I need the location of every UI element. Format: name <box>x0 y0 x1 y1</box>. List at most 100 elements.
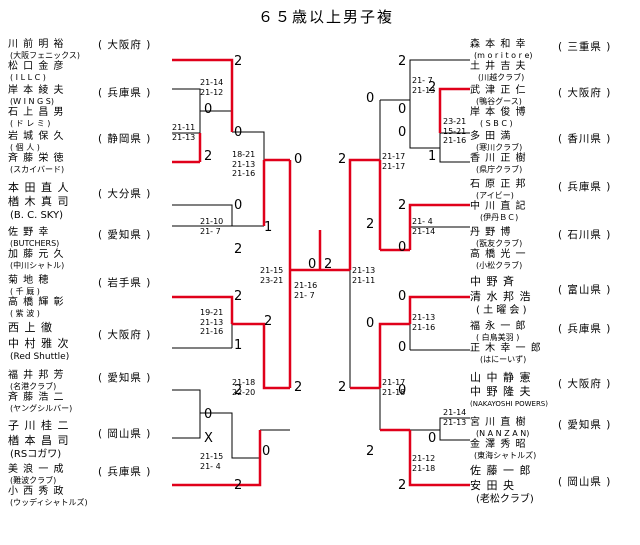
player-name: 美 浪 一 成 <box>8 464 65 475</box>
game-score: 18-21 <box>232 150 256 159</box>
game-score: 23-21 <box>443 117 467 126</box>
game-score: 21-16 <box>294 281 318 290</box>
score-box: 21-15 21- 4 <box>200 452 223 471</box>
player-name: 楢 木 真 司 <box>8 195 70 208</box>
match-mark: 2 <box>428 80 437 95</box>
prefecture: ( 愛知県 ) <box>558 419 612 431</box>
game-score: 21-11 <box>172 123 196 132</box>
match-mark: 2 <box>234 242 243 257</box>
match-mark: 1 <box>234 338 243 353</box>
player-name: 安 田 央 <box>470 479 515 492</box>
player-name: 中 野 斉 <box>470 275 515 288</box>
game-score: 21-18 <box>412 463 436 473</box>
game-score: 21-13 <box>443 417 467 427</box>
player-name: 川 前 明 裕 <box>8 39 65 50</box>
game-score: 21-17 <box>382 161 406 171</box>
game-score: 21-14 <box>200 78 224 87</box>
game-score: 21- 4 <box>200 461 221 471</box>
player-name: 高 橋 光 一 <box>470 249 527 260</box>
club-name: (難波クラブ) <box>10 476 57 485</box>
club-name: ( I L L C ) <box>10 73 46 82</box>
club-name: (寒川クラブ) <box>476 143 523 152</box>
player-name: 福 永 一 郎 <box>470 321 527 332</box>
match-mark: 1 <box>428 149 437 164</box>
match-mark: 2 <box>338 380 347 395</box>
match-mark: 1 <box>264 220 273 235</box>
club-name: (アイビー) <box>476 191 514 200</box>
player-name: 福 井 邦 芳 <box>8 370 65 381</box>
game-score: 21-12 <box>412 454 436 463</box>
prefecture: ( 兵庫県 ) <box>558 181 612 193</box>
match-mark: 0 <box>366 316 375 331</box>
player-name: 加 藤 元 久 <box>8 249 65 260</box>
club-name: (N A N Z A N) <box>476 429 530 438</box>
score-box: 21-17 21-18 <box>382 378 405 397</box>
player-name: 武 津 正 仁 <box>470 85 527 96</box>
game-score: 15-21 <box>443 126 467 136</box>
game-score: 21-13 <box>412 313 436 322</box>
player-name: 香 川 正 樹 <box>470 153 527 164</box>
club-name: (スカイバード) <box>10 165 65 174</box>
club-name: (ヤングシルバー) <box>10 404 73 413</box>
match-mark: 0 <box>398 240 407 255</box>
player-name: 小 西 秀 政 <box>8 486 65 497</box>
club-name: (県庁クラブ) <box>476 165 523 174</box>
match-mark: 2 <box>204 149 213 164</box>
player-name: 石 上 昌 男 <box>8 107 65 118</box>
game-score: 21-16 <box>412 322 436 332</box>
player-name: 森 本 和 幸 <box>470 39 527 50</box>
player-name: 清 水 邦 浩 <box>470 290 532 303</box>
player-name: 石 原 正 邦 <box>470 179 527 190</box>
club-name: ( 白鳥美羽 ) <box>476 333 520 342</box>
game-score: 21-17 <box>382 378 406 387</box>
prefecture: ( 富山県 ) <box>558 284 612 296</box>
score-box: 18-21 21-13 21-16 <box>232 150 255 179</box>
game-score: 21-15 <box>260 266 284 275</box>
match-mark: 2 <box>398 198 407 213</box>
match-mark: 0 <box>398 125 407 140</box>
game-score: 21-12 <box>200 87 224 97</box>
prefecture: ( 兵庫県 ) <box>558 323 612 335</box>
game-score: 21-13 <box>352 266 376 275</box>
prefecture: ( 大阪府 ) <box>558 378 612 390</box>
player-name: 宮 川 直 樹 <box>470 417 527 428</box>
club-name: (中川シャトル) <box>10 261 65 270</box>
player-name: 中 川 直 記 <box>470 201 527 212</box>
game-score: 21-17 <box>382 152 406 161</box>
score-box: 21- 7 21-13 <box>412 76 435 95</box>
match-mark: 0 <box>234 125 243 140</box>
prefecture: ( 愛知県 ) <box>98 372 152 384</box>
match-mark: 2 <box>264 314 273 329</box>
club-name: ( 紫 波 ) <box>10 309 40 318</box>
player-name: 岸 本 綾 夫 <box>8 85 65 96</box>
game-score: 21-18 <box>232 378 256 387</box>
player-name: 中 村 雅 次 <box>8 337 70 350</box>
match-mark: 0 <box>294 152 303 167</box>
prefecture: ( 石川県 ) <box>558 229 612 241</box>
prefecture: ( 兵庫県 ) <box>98 466 152 478</box>
prefecture: ( 岡山県 ) <box>558 476 612 488</box>
page-title: ６５歳以上男子複 <box>258 8 395 26</box>
club-name: (翫友クラブ) <box>476 239 523 248</box>
club-name: ( S B C ) <box>480 119 513 128</box>
player-name: 金 澤 秀 昭 <box>470 439 527 450</box>
match-mark: 0 <box>262 444 271 459</box>
prefecture: ( 岡山県 ) <box>98 428 152 440</box>
score-box: 21-15 23-21 <box>260 266 283 285</box>
game-score: 21-13 <box>200 317 224 327</box>
game-score: 21-10 <box>200 217 224 226</box>
player-name: 楢 本 昌 司 <box>8 434 70 447</box>
score-box: 21-13 21-16 <box>412 313 435 332</box>
game-score: 21-14 <box>443 408 467 417</box>
player-name: 多 田 満 <box>470 131 512 142</box>
prefecture: ( 愛知県 ) <box>98 229 152 241</box>
game-score: 21-13 <box>172 132 196 142</box>
game-score: 21-16 <box>200 327 224 336</box>
prefecture: ( 兵庫県 ) <box>98 87 152 99</box>
club-name: (はにーいず) <box>480 355 527 364</box>
score-box: 21-18 22-20 <box>232 378 255 397</box>
match-mark: 0 <box>204 407 213 422</box>
club-name: (老松クラブ) <box>476 494 534 505</box>
club-name: (Red Shuttle) <box>10 352 70 362</box>
player-name: 岸 本 俊 博 <box>470 107 527 118</box>
